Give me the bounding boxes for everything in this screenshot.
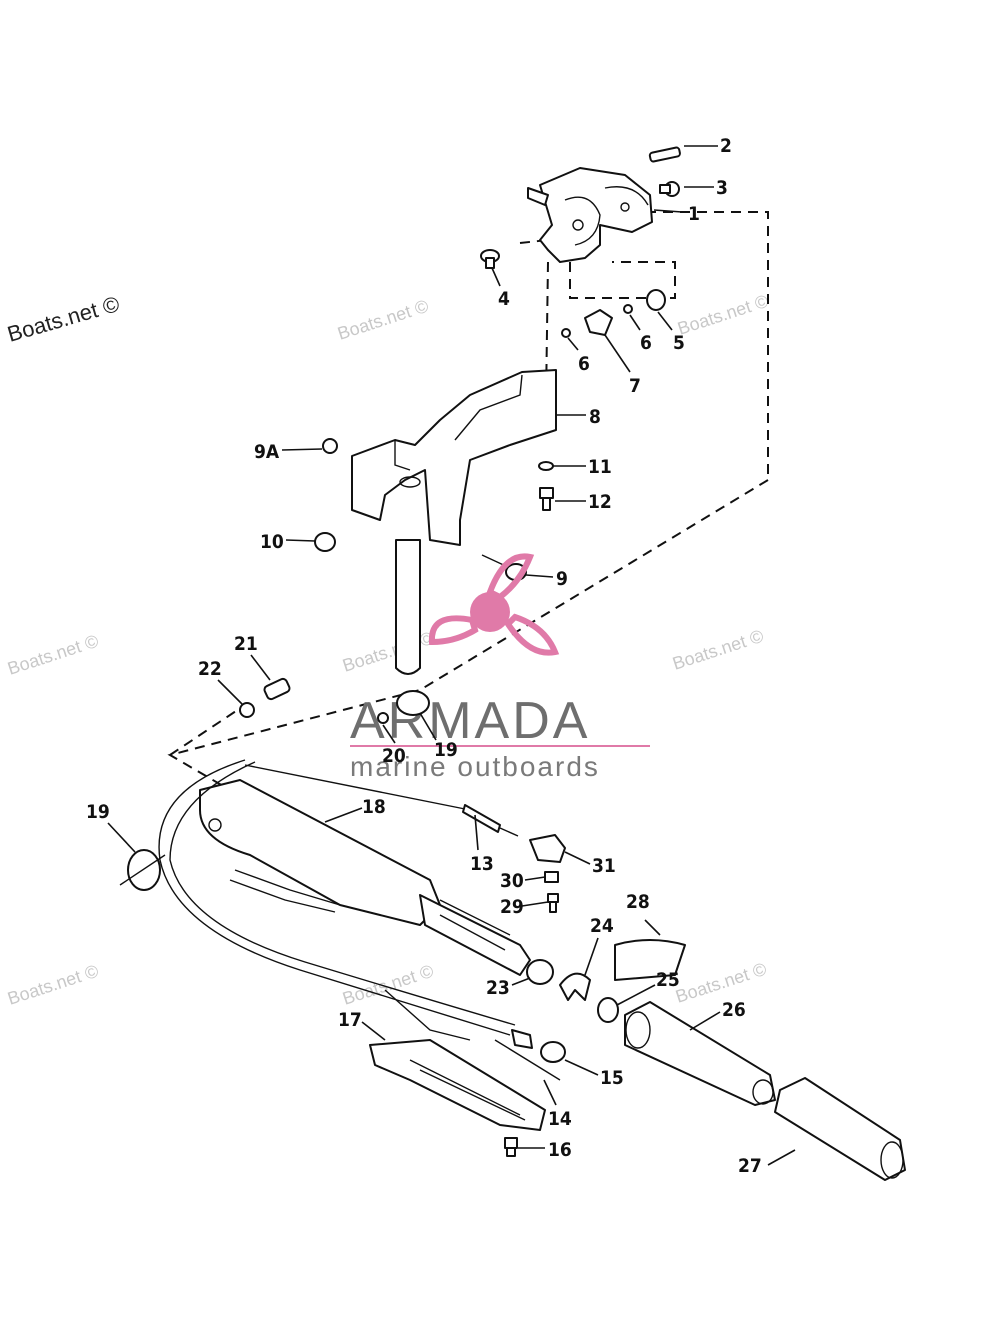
brand-name: ARMADA bbox=[350, 692, 590, 750]
callout-9a: 9A bbox=[254, 441, 280, 463]
callout-13: 13 bbox=[470, 853, 494, 875]
callout-29: 29 bbox=[500, 896, 524, 918]
part-4-screw bbox=[480, 249, 500, 269]
control-cable bbox=[158, 759, 511, 1036]
callout-16: 16 bbox=[548, 1139, 572, 1161]
callout-25: 25 bbox=[656, 969, 680, 991]
callout-11: 11 bbox=[588, 456, 612, 478]
part-5-ring bbox=[646, 289, 666, 311]
watermark-faint: Boats.net © bbox=[335, 296, 431, 344]
callout-23: 23 bbox=[486, 977, 510, 999]
part-7-lever bbox=[584, 309, 613, 336]
part-16-screw bbox=[504, 1137, 518, 1157]
callout-8: 8 bbox=[589, 406, 601, 428]
part-21-fitting bbox=[263, 677, 291, 701]
callout-20: 20 bbox=[382, 745, 406, 767]
part-24-clip bbox=[559, 972, 591, 1001]
callout-27: 27 bbox=[738, 1155, 762, 1177]
part-10-plug bbox=[314, 532, 336, 552]
watermark-faint: Boats.net © bbox=[673, 959, 769, 1007]
part-9a-nut bbox=[322, 438, 338, 454]
watermark-faint: Boats.net © bbox=[340, 628, 436, 676]
watermark-faint: Boats.net © bbox=[675, 291, 771, 339]
part-19-washer bbox=[396, 690, 430, 716]
callout-22: 22 bbox=[198, 658, 222, 680]
watermark-faint: Boats.net © bbox=[340, 961, 436, 1009]
part-27-grip-cover bbox=[774, 1077, 906, 1181]
brand-tagline: marine outboards bbox=[350, 751, 600, 782]
callout-4: 4 bbox=[498, 288, 510, 310]
armada-logo: ARMADA marine outboards bbox=[350, 553, 650, 782]
callout-17: 17 bbox=[338, 1009, 362, 1031]
watermark-faint: Boats.net © bbox=[670, 626, 766, 674]
callout-19-right: 19 bbox=[434, 739, 458, 761]
callout-10: 10 bbox=[260, 531, 284, 553]
callout-24: 24 bbox=[590, 915, 614, 937]
callout-2: 2 bbox=[720, 135, 732, 157]
part-25-oring bbox=[597, 997, 619, 1023]
watermark-faint: Boats.net © bbox=[5, 961, 101, 1009]
propeller-icon bbox=[428, 553, 560, 656]
callout-19-left: 19 bbox=[86, 801, 110, 823]
part-8-steering-bracket bbox=[351, 369, 557, 675]
part-28-sleeve bbox=[614, 939, 686, 981]
part-13-throttle-cable bbox=[244, 764, 519, 837]
callout-14: 14 bbox=[548, 1108, 572, 1130]
part-1-swivel-bracket bbox=[527, 167, 653, 263]
part-29-screw bbox=[547, 893, 559, 913]
part-31-block bbox=[529, 834, 566, 863]
part-17-bracket bbox=[369, 989, 546, 1131]
part-30-spacer bbox=[544, 871, 559, 883]
callout-3: 3 bbox=[716, 177, 728, 199]
callout-7: 7 bbox=[629, 375, 641, 397]
part-12-bolt bbox=[539, 487, 554, 511]
callout-6: 6 bbox=[578, 353, 590, 375]
part-18-tiller-handle bbox=[199, 779, 531, 976]
callout-9: 9 bbox=[556, 568, 568, 590]
watermark-primary: Boats.net © bbox=[4, 291, 122, 347]
callout-5: 5 bbox=[673, 332, 685, 354]
callout-labels: 1 2 3 4 5 6 6 7 8 9 9A 10 11 12 13 14 15… bbox=[86, 135, 762, 1177]
part-23-ring bbox=[526, 959, 554, 985]
callout-31: 31 bbox=[592, 855, 616, 877]
callout-18: 18 bbox=[362, 796, 386, 818]
part-15-cap bbox=[540, 1041, 566, 1063]
callout-30: 30 bbox=[500, 870, 524, 892]
callout-28: 28 bbox=[626, 891, 650, 913]
callout-21: 21 bbox=[234, 633, 258, 655]
watermark-faint: Boats.net © bbox=[5, 631, 101, 679]
part-19-washer-left bbox=[127, 849, 161, 891]
callout-6-second: 6 bbox=[640, 332, 652, 354]
part-26-throttle-grip bbox=[624, 1001, 776, 1106]
part-2-pin bbox=[648, 146, 681, 163]
part-20-nut bbox=[377, 712, 389, 724]
part-11-washer bbox=[538, 461, 554, 471]
callout-12: 12 bbox=[588, 491, 612, 513]
leader-lines bbox=[107, 145, 796, 1166]
part-6-nut bbox=[561, 328, 571, 338]
callout-15: 15 bbox=[600, 1067, 624, 1089]
part-22-nut bbox=[239, 702, 255, 718]
part-6-nut bbox=[623, 304, 633, 314]
callout-1: 1 bbox=[688, 203, 700, 225]
part-3-screw bbox=[659, 181, 680, 197]
part-14-connector bbox=[494, 1029, 561, 1081]
callout-26: 26 bbox=[722, 999, 746, 1021]
